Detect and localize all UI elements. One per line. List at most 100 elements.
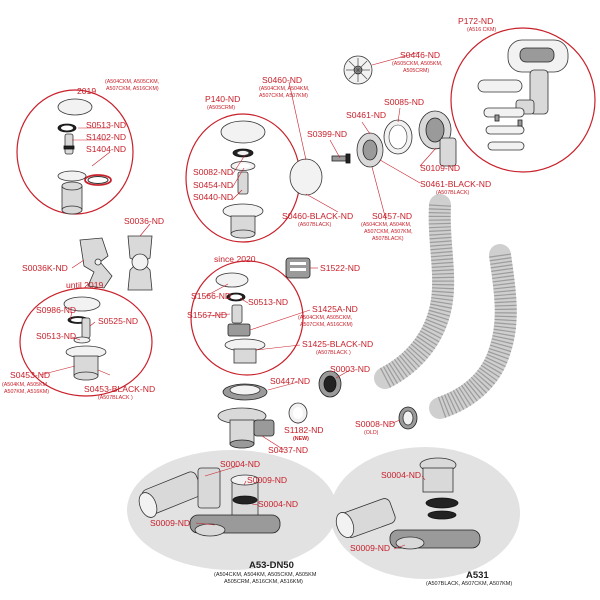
sub-s0008: (OLD) — [364, 430, 379, 436]
sub-s0457-2: A507CKM, A507KM, — [364, 229, 413, 235]
label-s0036k: S0036K-ND — [22, 263, 68, 273]
overflow-cap-s0460 — [289, 158, 323, 196]
assembly-a53-sub-2: A505CRM, A516CKM, A516KM) — [224, 579, 303, 585]
label-s1567: S1567-ND — [187, 310, 227, 320]
group-until-2019-title: until 2019 — [66, 280, 103, 290]
group-p172-circle — [450, 27, 596, 173]
label-s0457: S0457-ND — [372, 211, 412, 221]
label-s1404: S1404-ND — [86, 144, 126, 154]
flexible-hose-1 — [374, 194, 455, 389]
washer-s0082 — [232, 148, 254, 158]
label-s0109: S0109-ND — [420, 163, 460, 173]
sub-s0461-black: (A507BLACK) — [436, 190, 470, 196]
nut-s1425a — [227, 323, 251, 337]
sub-p172: (A516 CKM) — [467, 27, 496, 33]
stem-s1567 — [231, 304, 243, 324]
label-s0513-2019: S0513-ND — [86, 120, 126, 130]
assembly-a531-title: A531 — [466, 570, 489, 581]
assembly-a53-sub-1: (A504CKM, A504KM, A505CKM, A505KM — [214, 572, 317, 578]
label-s0004-a53-right: S0004-ND — [258, 499, 298, 509]
label-s0003: S0003-ND — [330, 364, 370, 374]
stem-s0525 — [81, 317, 91, 339]
sub-s1425-black: (A507BLACK ) — [316, 350, 351, 356]
p172-overflow-assembly — [477, 39, 569, 151]
sub-s0460-1: (A504CKM, A504KM, — [259, 86, 309, 92]
overflow-body-s0457 — [356, 132, 384, 168]
group-2019-title: 2019 — [77, 86, 96, 96]
stem-s0440 — [237, 171, 249, 195]
sub-s0453-2: A507KM, A516KM) — [4, 389, 49, 395]
seal-s0513-until2019 — [73, 336, 91, 344]
label-s0513-until2019: S0513-ND — [36, 331, 76, 341]
label-s1182: S1182-ND — [284, 425, 324, 435]
label-s0085: S0085-ND — [384, 97, 424, 107]
label-s1522: S1522-ND — [320, 263, 360, 273]
plug-cap-p140 — [220, 120, 266, 144]
a531-assembly — [335, 457, 481, 550]
label-p172: P172-ND — [458, 16, 493, 26]
label-s0454: S0454-ND — [193, 180, 233, 190]
hose-nut-s0003 — [318, 370, 342, 398]
clip-s1522 — [285, 257, 311, 279]
label-s0009-a53-top: S0009-ND — [247, 475, 287, 485]
label-s0986: S0986-ND — [36, 305, 76, 315]
group-2019-sub-2: A507CKM, A516CKM) — [106, 86, 159, 92]
label-s0460: S0460-ND — [262, 75, 302, 85]
sub-s0460-2: A507CKM, A507KM) — [259, 93, 308, 99]
drain-body-s1425 — [224, 338, 266, 364]
plug-cap-until-2019 — [63, 296, 101, 312]
sub-s0460-black: (A507BLACK) — [298, 222, 332, 228]
seal-s0513-2020 — [226, 292, 246, 302]
label-s0036: S0036-ND — [124, 216, 164, 226]
sub-s0453-black: (A507BLACK ) — [98, 395, 133, 401]
overflow-elbow-s0109 — [418, 110, 457, 167]
sub-s1425a-2: A507CKM, A516CKM) — [300, 322, 353, 328]
group-until-2019-circle — [19, 287, 153, 397]
ring-s1182 — [288, 402, 308, 424]
assembly-a531-sub: (A507BLACK, A507CKM, A507KM) — [426, 581, 512, 587]
label-s0525: S0525-ND — [98, 316, 138, 326]
bracket-s0036k — [79, 237, 113, 289]
sub-s1182: (NEW) — [293, 436, 309, 442]
label-p140: P140-ND — [205, 94, 240, 104]
sub-s0453-1: (A504KM, A505KM, — [2, 382, 49, 388]
label-s1566: S1566-ND — [191, 291, 231, 301]
label-s0460-black: S0460-BLACK-ND — [282, 211, 353, 221]
plug-cap-2019 — [57, 98, 93, 116]
sub-p140: (A505CRM) — [207, 105, 235, 111]
screw-s0399 — [331, 153, 351, 164]
sub-s0457-1: (A504CKM, A504KM, — [361, 222, 411, 228]
leader-lines — [39, 51, 437, 550]
label-s0004-a53-top: S0004-ND — [220, 459, 260, 469]
plug-stem-2019 — [63, 133, 75, 155]
trap-s0437 — [217, 407, 275, 449]
sub-s0446-2: A505CRM) — [403, 68, 429, 74]
drain-body-s0453 — [65, 345, 107, 381]
o-ring-2019 — [84, 174, 112, 186]
assembly-a53-title: A53-DN50 — [249, 560, 294, 571]
grille-s0446 — [343, 55, 373, 85]
label-s1425-black: S1425-BLACK-ND — [302, 339, 373, 349]
group-since-2020-circle — [190, 260, 304, 376]
label-s0009-a531: S0009-ND — [350, 543, 390, 553]
label-s0513-2020: S0513-ND — [248, 297, 288, 307]
label-s0399: S0399-ND — [307, 129, 347, 139]
label-s0004-a531: S0004-ND — [381, 470, 421, 480]
part-s0454 — [230, 161, 256, 171]
label-s0453: S0453-ND — [10, 370, 50, 380]
label-s0008: S0008-ND — [355, 419, 395, 429]
label-s0440: S0440-ND — [193, 192, 233, 202]
a53-assembly — [138, 467, 281, 537]
gasket-s0085 — [383, 119, 413, 155]
nut-s0447 — [222, 383, 268, 401]
bracket-s0036 — [127, 235, 153, 291]
label-s1402: S1402-ND — [86, 132, 126, 142]
seal-ring-2019 — [57, 123, 77, 133]
sub-s0457-3: A507BLACK) — [372, 236, 404, 242]
label-s0447: S0447-ND — [270, 376, 310, 386]
label-s0461-black: S0461-BLACK-ND — [420, 179, 491, 189]
hose-nut-s0008 — [398, 406, 418, 430]
drain-body-2019 — [57, 170, 87, 215]
